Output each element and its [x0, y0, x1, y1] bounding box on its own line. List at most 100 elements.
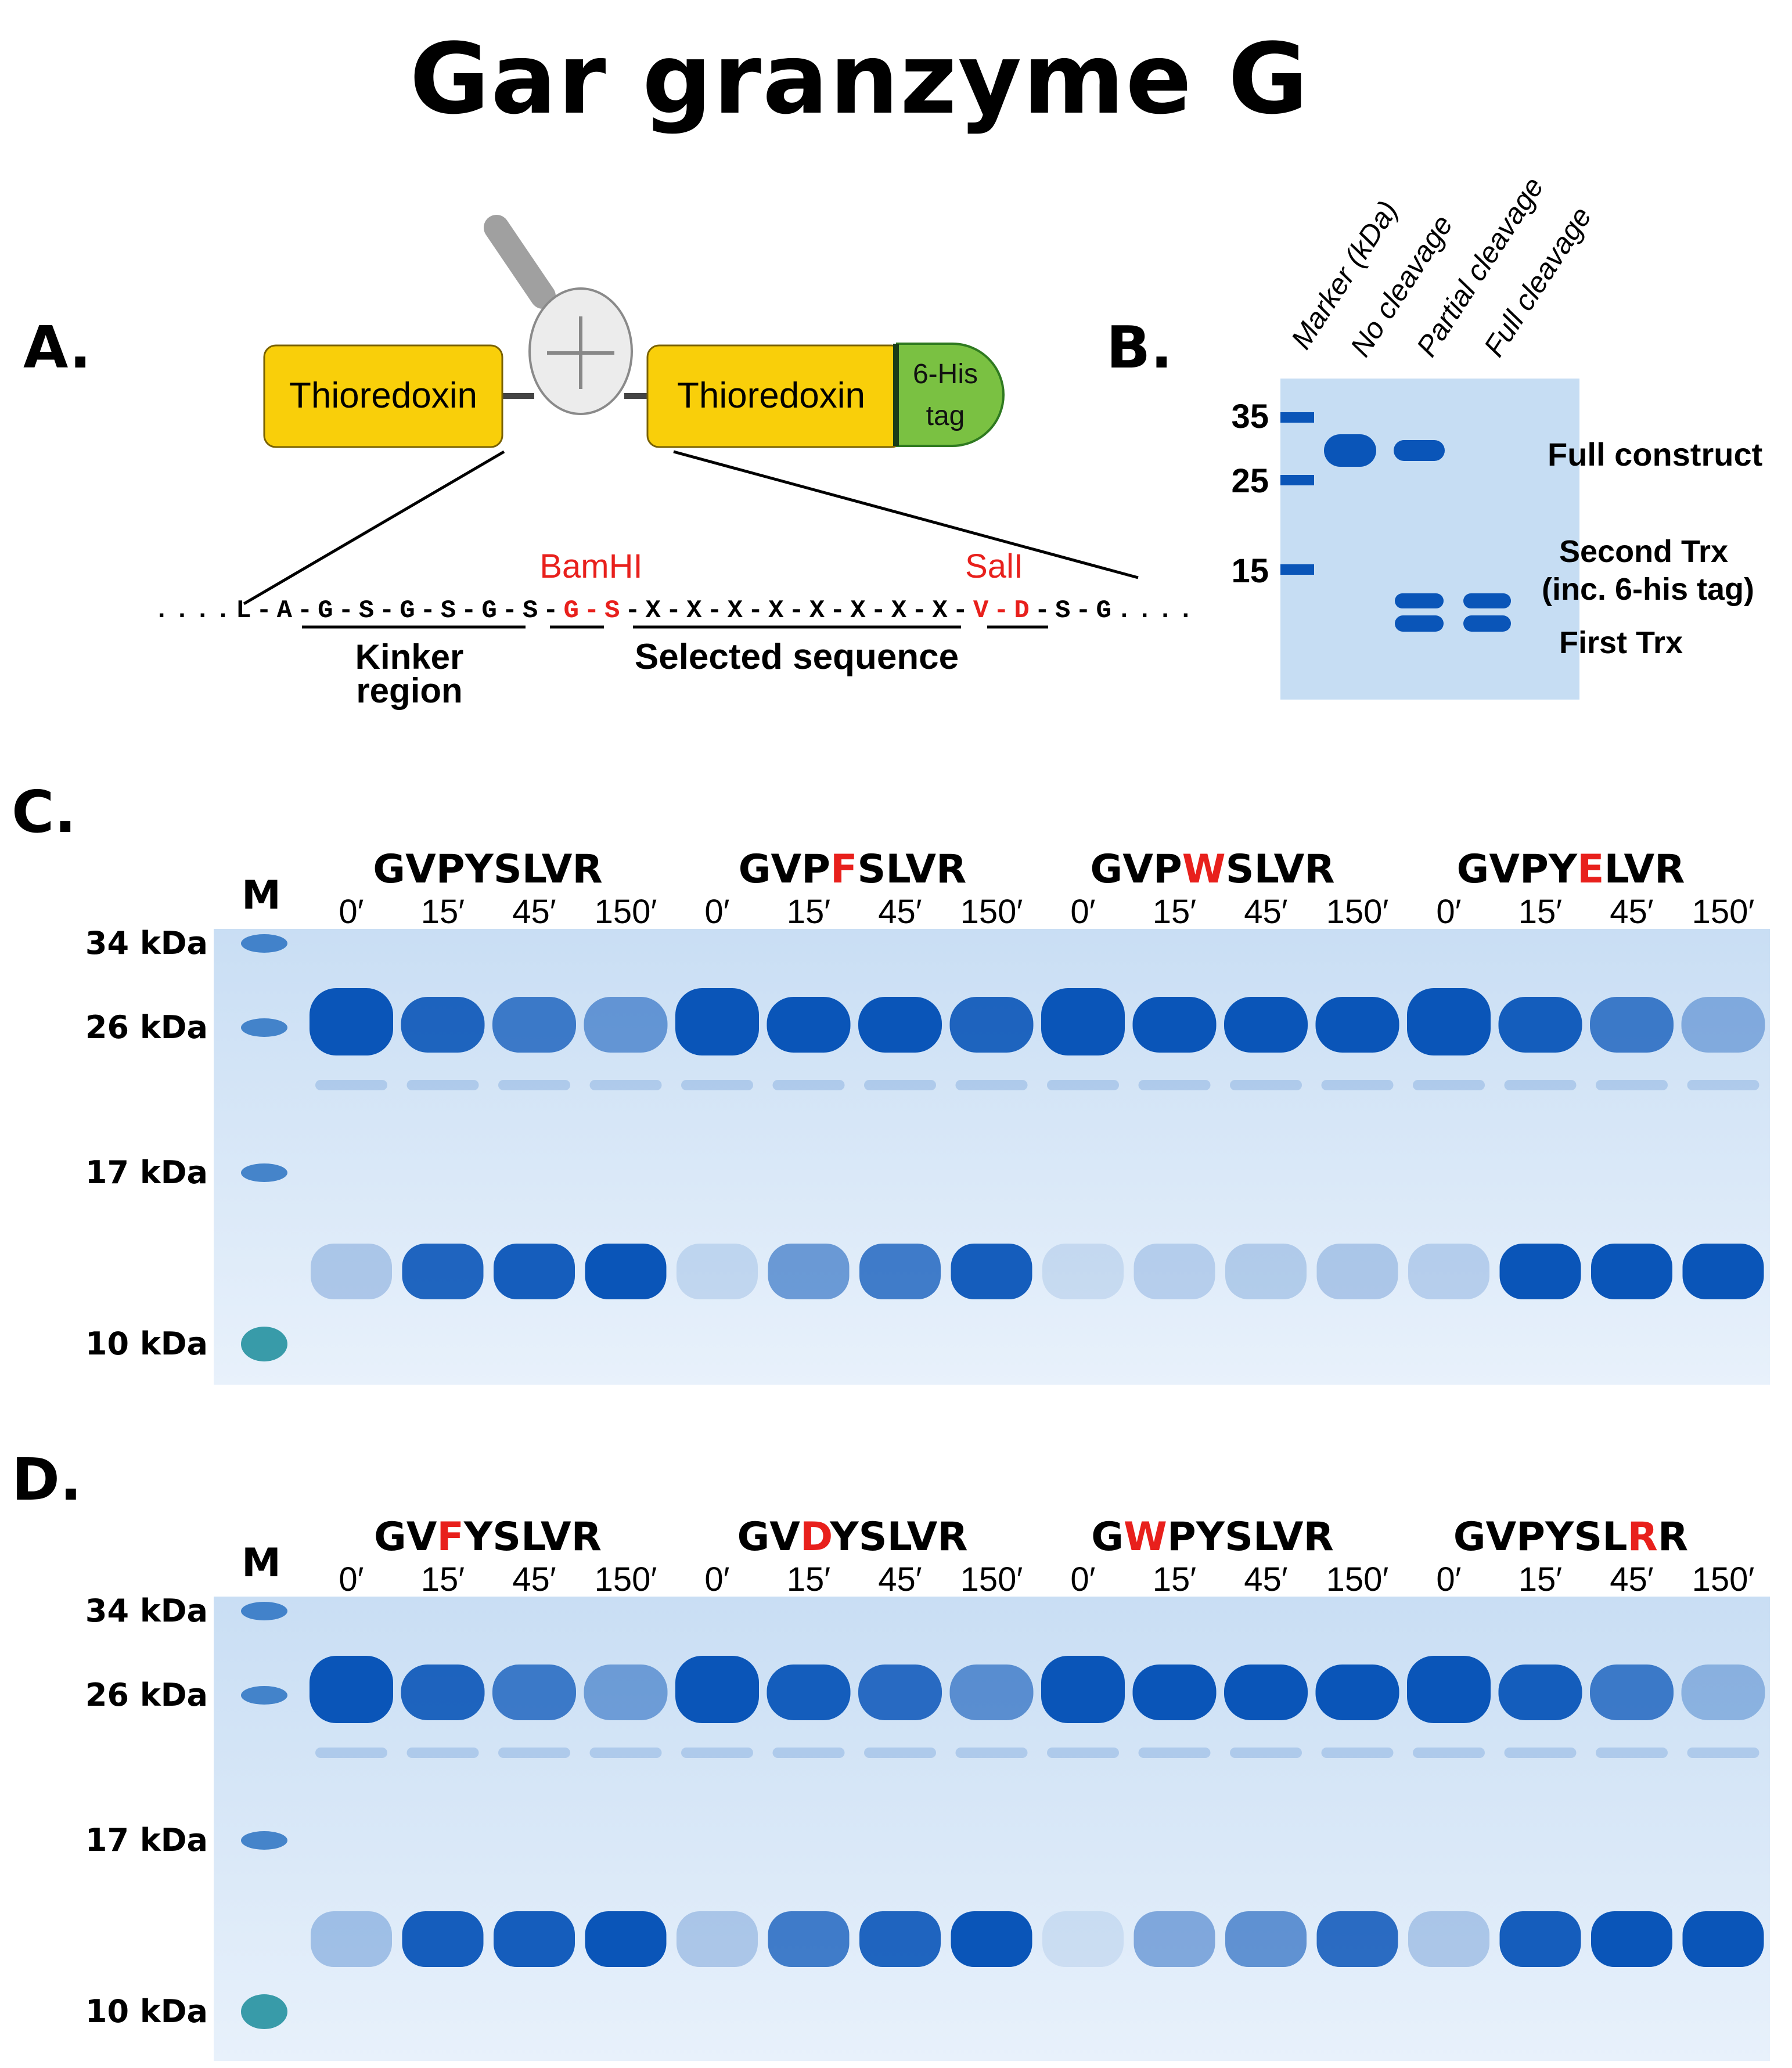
full-construct-band	[767, 997, 851, 1053]
full-construct-band	[1407, 1656, 1491, 1723]
full-construct-band	[1498, 1665, 1582, 1720]
time-label: 15′	[787, 1561, 830, 1598]
sequence-title-4: GVPYSLRR	[1453, 1514, 1689, 1560]
minor-band	[498, 1080, 570, 1090]
minor-band	[589, 1748, 662, 1758]
minor-band	[681, 1748, 753, 1758]
band-partial-second	[1395, 593, 1444, 608]
linker-sequence: ....L-A-G-S-G-S-G-S-G-S-X-X-X-X-X-X-X-X-…	[154, 596, 1193, 625]
cleaved-trx-band	[1591, 1911, 1672, 1967]
marker-band	[241, 934, 287, 953]
schematic-gel-background	[1280, 379, 1579, 700]
minor-band	[1321, 1080, 1394, 1090]
cleaved-trx-band	[1499, 1911, 1581, 1967]
cleaved-trx-band	[1134, 1911, 1215, 1967]
band-full-first	[1463, 615, 1511, 632]
minor-band	[1047, 1748, 1119, 1758]
time-label: 0′	[704, 893, 729, 931]
time-label: 45′	[512, 1561, 556, 1598]
full-construct-band	[1132, 1665, 1217, 1720]
full-construct-band	[1407, 988, 1491, 1055]
panel-a-construct-diagram: Thioredoxin Thioredoxin 6-His tag BamHI …	[154, 215, 1193, 710]
minor-band	[1504, 1080, 1577, 1090]
marker-band	[241, 1686, 287, 1705]
time-label: 150′	[1326, 1561, 1389, 1598]
cleaved-trx-band	[1316, 1911, 1398, 1967]
label-second-trx-2: (inc. 6-his tag)	[1542, 572, 1754, 607]
full-construct-band	[1315, 997, 1399, 1053]
sequence-title-4: GVPYELVR	[1457, 846, 1685, 892]
minor-band	[772, 1080, 845, 1090]
time-label: 45′	[1244, 1561, 1287, 1598]
minor-band	[955, 1748, 1028, 1758]
cleaved-trx-band	[1591, 1244, 1672, 1299]
cleaved-trx-band	[585, 1911, 667, 1967]
full-construct-band	[401, 1665, 485, 1720]
time-label: 15′	[421, 1561, 465, 1598]
minor-band	[315, 1748, 387, 1758]
minor-band	[315, 1080, 387, 1090]
time-label: 0′	[339, 893, 364, 931]
marker-25: 25	[1231, 462, 1269, 500]
cleaved-trx-band	[951, 1911, 1032, 1967]
full-construct-band	[858, 1665, 942, 1720]
full-construct-band	[1315, 1665, 1399, 1720]
full-construct-band	[675, 988, 759, 1055]
cleaved-trx-band	[768, 1911, 850, 1967]
cleaved-trx-band	[311, 1244, 392, 1299]
time-label: 45′	[512, 893, 556, 931]
cleaved-trx-band	[402, 1244, 484, 1299]
panel-b-letter: B.	[1106, 314, 1173, 381]
minor-band	[1687, 1080, 1759, 1090]
thioredoxin-left-box	[263, 344, 503, 448]
full-construct-band	[1681, 1665, 1765, 1720]
full-construct-band	[1590, 1665, 1674, 1720]
full-construct-band	[1681, 997, 1765, 1053]
minor-band	[1230, 1080, 1302, 1090]
minor-band	[406, 1748, 479, 1758]
minor-band	[864, 1748, 936, 1758]
sequence-title-2: GVDYSLVR	[737, 1514, 967, 1560]
kinker-label-line2: region	[356, 671, 462, 710]
thioredoxin-right-label: Thioredoxin	[677, 376, 865, 416]
panel-d-letter: D.	[12, 1446, 82, 1514]
time-label: 15′	[1153, 893, 1196, 931]
full-construct-band	[949, 997, 1034, 1053]
time-label: 15′	[421, 893, 465, 931]
minor-band	[1596, 1748, 1668, 1758]
mw-label: 10 kDa	[85, 1993, 208, 2030]
time-label: 0′	[1436, 1561, 1461, 1598]
mw-label: 17 kDa	[85, 1822, 208, 1858]
time-label: 45′	[1244, 893, 1287, 931]
time-label: 150′	[1692, 893, 1755, 931]
band-no-cleavage-full	[1324, 434, 1376, 467]
full-construct-band	[858, 997, 942, 1053]
cleaved-trx-band	[859, 1244, 941, 1299]
full-construct-band	[1224, 997, 1308, 1053]
minor-band	[1321, 1748, 1394, 1758]
time-label: 150′	[595, 893, 657, 931]
full-construct-band	[1498, 997, 1582, 1053]
cleaved-trx-band	[1225, 1911, 1307, 1967]
panel-b-schematic-gel: Marker (kDa) No cleavage Partial cleavag…	[1231, 174, 1762, 700]
minor-band	[681, 1080, 753, 1090]
time-label: 0′	[1436, 893, 1461, 931]
marker-15: 15	[1231, 552, 1269, 590]
cleaved-trx-band	[768, 1244, 850, 1299]
minor-band	[955, 1080, 1028, 1090]
full-construct-band	[767, 1665, 851, 1720]
minor-band	[1138, 1080, 1211, 1090]
full-construct-band	[1132, 997, 1217, 1053]
band-partial-full	[1394, 440, 1445, 461]
time-label: 0′	[1070, 893, 1095, 931]
mw-label: 34 kDa	[85, 925, 208, 961]
time-label: 45′	[878, 893, 922, 931]
minor-band	[1596, 1080, 1668, 1090]
page-title: Gar granzyme G	[409, 22, 1309, 136]
label-first-trx: First Trx	[1559, 625, 1683, 660]
minor-band	[1047, 1080, 1119, 1090]
marker-band	[241, 1163, 287, 1182]
cleaved-trx-band	[1499, 1244, 1581, 1299]
